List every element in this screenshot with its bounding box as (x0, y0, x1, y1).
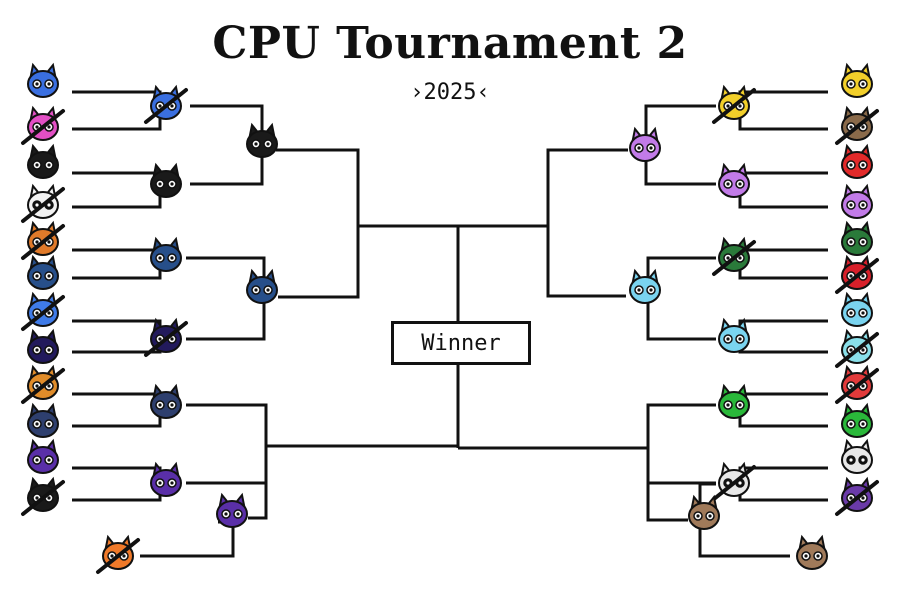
purple-cat-icon (150, 461, 182, 497)
navy-cat-icon (150, 236, 182, 272)
orange-bunny-icon (96, 534, 140, 574)
brown-mouse-icon (688, 494, 720, 530)
left-r2-connector (186, 403, 268, 485)
green-blob-icon (712, 236, 756, 276)
eliminated-slash (835, 109, 879, 145)
green-blob-icon (841, 220, 873, 256)
eliminated-slash (835, 368, 879, 404)
cyan-bunny-icon (835, 328, 879, 368)
winner-label: Winner (421, 330, 501, 356)
tournament-year: ›2025‹ (410, 80, 490, 105)
brown-mouse-icon (796, 534, 828, 570)
eliminated-slash (835, 258, 879, 294)
eliminated-slash (144, 321, 188, 357)
eliminated-slash (21, 187, 65, 223)
cyan-cat-icon (841, 291, 873, 327)
eliminated-slash (21, 368, 65, 404)
violet-cat-icon (841, 183, 873, 219)
eliminated-slash (21, 480, 65, 516)
orange-striped-icon (21, 220, 65, 260)
white-skull-icon (712, 461, 756, 501)
black-bunny-icon (21, 476, 65, 516)
jester-icon (835, 476, 879, 516)
dark-eyes-icon (27, 328, 59, 364)
eliminated-slash (712, 465, 756, 501)
green-bear-icon (718, 383, 750, 419)
dark-eyes-icon (144, 317, 188, 357)
eliminated-slash (21, 224, 65, 260)
left-extra-connector (140, 520, 235, 558)
eliminated-slash (21, 109, 65, 145)
right-semi-connector (546, 148, 628, 298)
orange-bear-icon (21, 364, 65, 404)
green-bear-icon (841, 402, 873, 438)
right-r2-connector (646, 403, 716, 485)
red-face-icon (835, 254, 879, 294)
blue-fox-icon (27, 62, 59, 98)
white-ghost-icon (21, 183, 65, 223)
tournament-title: CPU Tournament 2 (212, 18, 688, 69)
black-spiky-icon (246, 122, 278, 158)
winner-box: Winner (391, 321, 531, 365)
violet-cat-icon (629, 126, 661, 162)
navy-fox-icon (150, 383, 182, 419)
blue-bird-icon (21, 291, 65, 331)
navy-fox-icon (27, 402, 59, 438)
navy-cat-icon (27, 254, 59, 290)
black-spiky-icon (150, 162, 182, 198)
yellow-striped-icon (712, 84, 756, 124)
navy-cat-icon (246, 268, 278, 304)
red-white-icon (835, 364, 879, 404)
black-spiky-icon (27, 143, 59, 179)
purple-cat-icon (27, 438, 59, 474)
brown-cat-icon (835, 105, 879, 145)
eliminated-slash (712, 88, 756, 124)
eliminated-slash (144, 88, 188, 124)
contestant-icons (21, 62, 879, 574)
left-semi-connector (276, 148, 360, 299)
red-hood-icon (841, 143, 873, 179)
eliminated-slash (712, 240, 756, 276)
pink-cat-icon (21, 105, 65, 145)
violet-cat-icon (718, 162, 750, 198)
yellow-striped-icon (841, 62, 873, 98)
left-lower-connector (186, 403, 268, 520)
right-lower-connector (646, 403, 716, 522)
eliminated-slash (21, 295, 65, 331)
blue-fox-icon (144, 84, 188, 124)
eliminated-slash (835, 332, 879, 368)
white-skull-icon (841, 438, 873, 474)
cyan-cat-icon (629, 268, 661, 304)
eliminated-slash (835, 480, 879, 516)
purple-cat-icon (216, 492, 248, 528)
eliminated-slash (96, 538, 140, 574)
cyan-cat-icon (718, 317, 750, 353)
